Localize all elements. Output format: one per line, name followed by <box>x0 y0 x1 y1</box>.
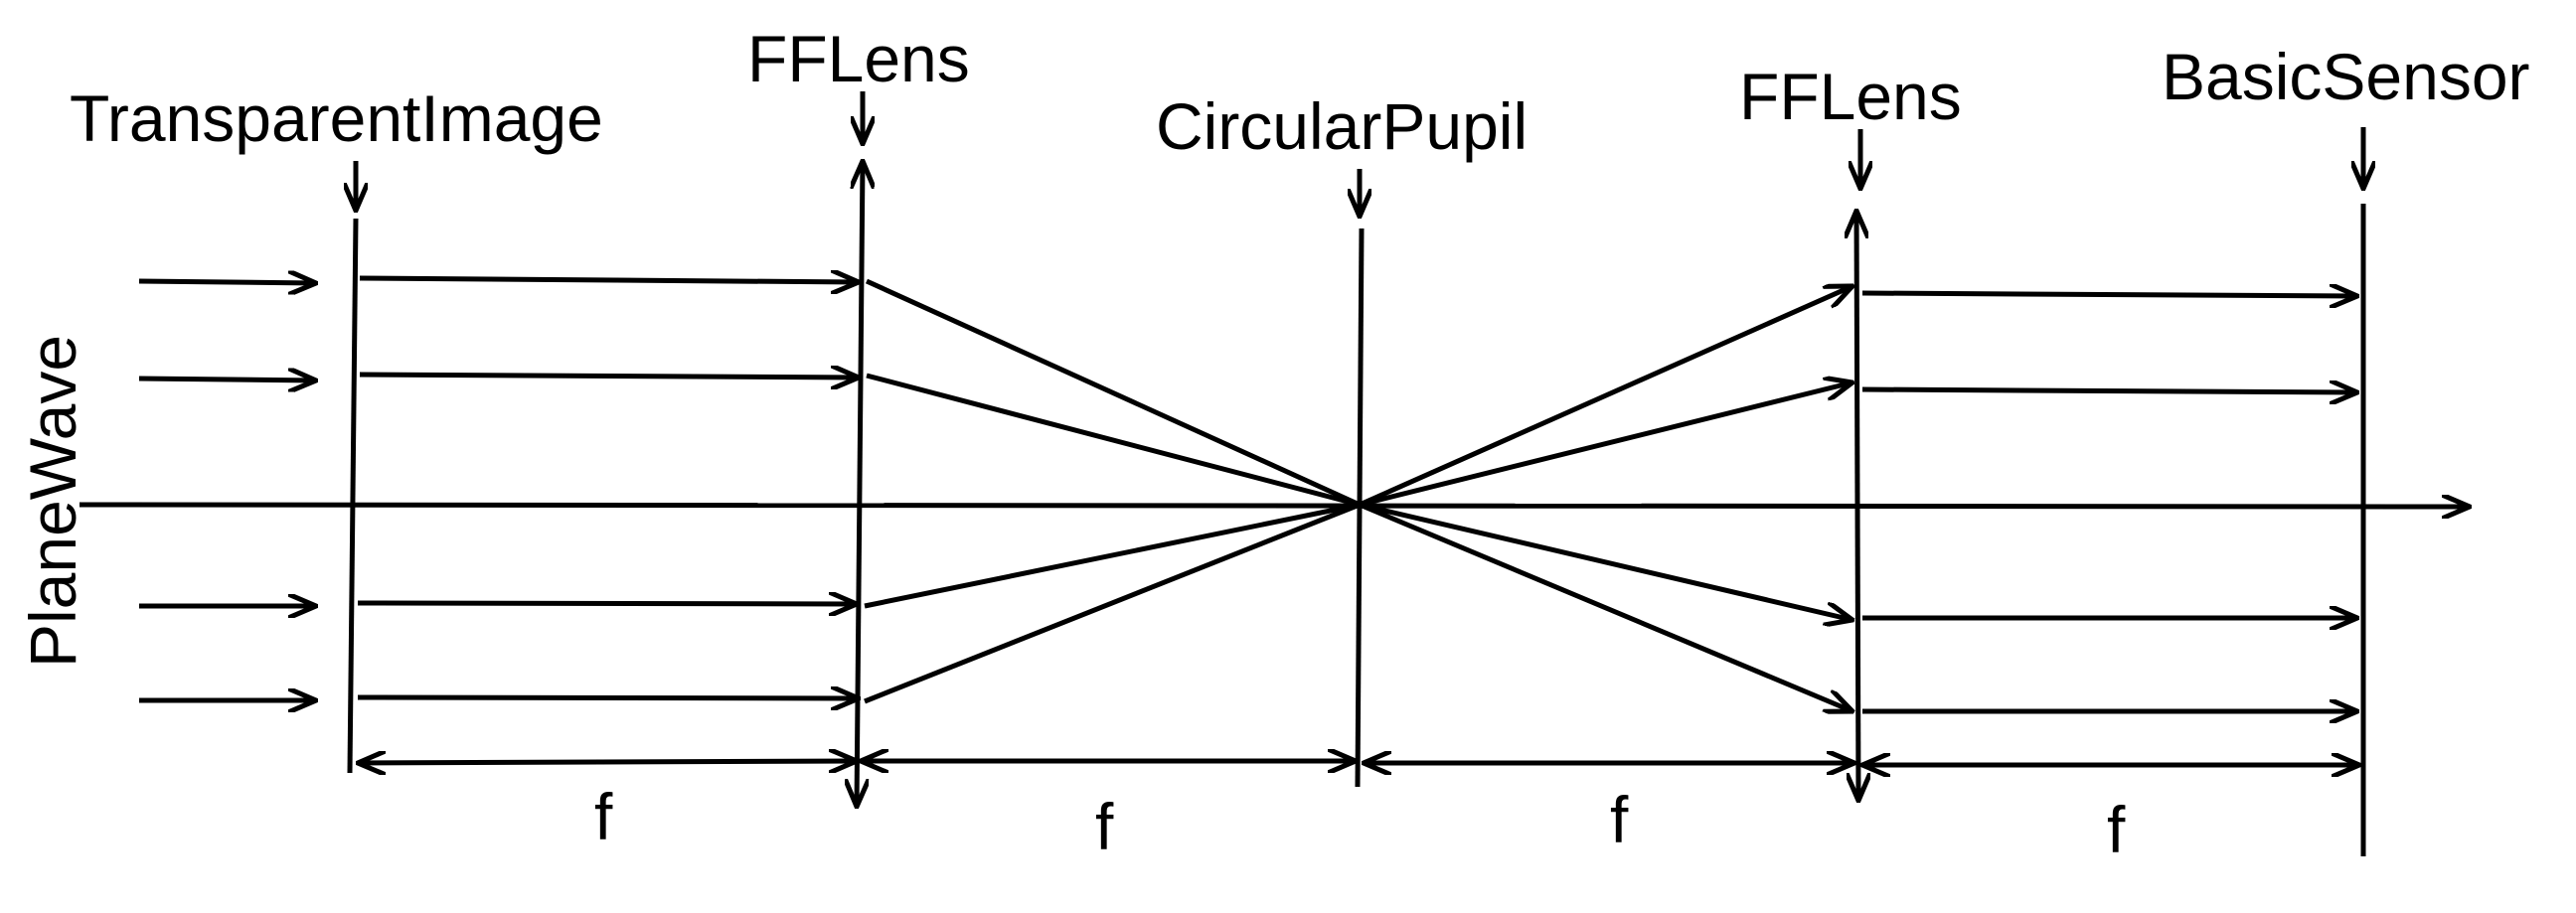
transparent-image-label: TransparentImage <box>70 81 603 155</box>
diverging-ray-1 <box>1358 286 1852 508</box>
diverging-ray-3 <box>1359 502 1852 620</box>
diverging-ray-2 <box>1359 382 1852 508</box>
distance-label-2: f <box>1095 790 1114 863</box>
image-to-lens-ray-4 <box>357 697 859 698</box>
distance-label-1: f <box>594 780 613 853</box>
distance-arrow-1 <box>358 761 857 763</box>
ff-lens-2-label: FFLens <box>1739 60 1962 133</box>
image-to-lens-ray-1 <box>359 278 859 282</box>
circular-pupil-label: CircularPupil <box>1156 89 1528 163</box>
converging-ray-2 <box>866 373 1361 508</box>
converging-ray-3 <box>864 502 1361 609</box>
ff-lens-1 <box>857 161 863 807</box>
incoming-ray-2 <box>138 379 316 380</box>
image-to-lens-ray-3 <box>357 603 857 604</box>
incoming-ray-1 <box>138 281 316 283</box>
ff-lens-1-label: FFLens <box>747 22 970 95</box>
basic-sensor-label: BasicSensor <box>2162 40 2530 113</box>
distance-label-3: f <box>1610 783 1629 856</box>
plane-wave-label: PlaneWave <box>16 335 89 668</box>
converging-ray-4 <box>864 502 1361 704</box>
lens-to-sensor-ray-1 <box>1861 293 2357 296</box>
ff-lens-2 <box>1856 211 1858 801</box>
optical-axis <box>79 505 2470 507</box>
diverging-ray-4 <box>1359 502 1852 711</box>
circular-pupil-plane <box>1355 228 1365 788</box>
distance-label-4: f <box>2107 793 2126 866</box>
lens-to-sensor-ray-2 <box>1861 389 2357 392</box>
transparent-image-plane <box>347 218 359 774</box>
image-to-lens-ray-2 <box>359 375 859 378</box>
converging-ray-1 <box>865 278 1362 508</box>
